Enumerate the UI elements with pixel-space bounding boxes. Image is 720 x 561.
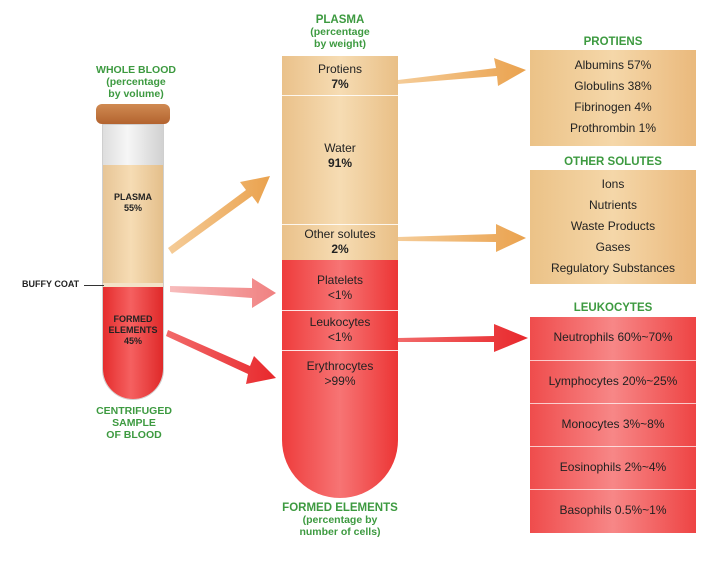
leukocytes-item: Eosinophils 2%~4%: [530, 446, 696, 487]
tube-caption-3: OF BLOOD: [106, 429, 162, 441]
proteins-item: Prothrombin 1%: [569, 121, 657, 135]
arrow-plasma-icon: [168, 176, 270, 254]
proteins-item: Fibrinogen 4%: [574, 100, 652, 114]
test-tube: [102, 124, 164, 400]
leukocytes-item: Monocytes 3%~8%: [530, 403, 696, 444]
segment-water-value: 91%: [327, 156, 353, 170]
segment-leukocytes-value: <1%: [327, 330, 353, 344]
arrow-solutes-icon: [398, 224, 526, 252]
arrow-leukocytes-icon: [398, 324, 528, 352]
tube-caption-2: SAMPLE: [112, 417, 156, 429]
solutes-item: Ions: [601, 177, 625, 191]
separator: [282, 350, 398, 351]
segment-water: Water 91%: [282, 136, 398, 176]
arrow-proteins-icon: [398, 58, 526, 86]
arrow-formed-icon: [166, 330, 276, 384]
solutes-box: Ions Nutrients Waste Products Gases Regu…: [530, 170, 696, 284]
plasma-header-subtitle-2: by weight): [314, 38, 366, 50]
solutes-item: Gases: [595, 240, 631, 254]
separator: [282, 95, 398, 96]
solutes-item: Waste Products: [570, 219, 656, 233]
solutes-box-title: OTHER SOLUTES: [564, 156, 662, 168]
leukocytes-box: Neutrophils 60%~70% Lymphocytes 20%~25% …: [530, 317, 696, 533]
segment-water-name: Water: [324, 141, 356, 155]
buffy-coat-label: BUFFY COAT: [22, 279, 80, 289]
leukocytes-item: Neutrophils 60%~70%: [553, 330, 673, 344]
segment-platelets-value: <1%: [327, 288, 353, 302]
separator: [282, 310, 398, 311]
proteins-box: Albumins 57% Globulins 38% Fibrinogen 4%…: [530, 50, 696, 146]
column-plasma: [282, 56, 398, 260]
tube-formed-value: 45%: [123, 336, 142, 346]
formed-footer: FORMED ELEMENTS (percentage by number of…: [262, 502, 418, 538]
tube-caption: CENTRIFUGED SAMPLE OF BLOOD: [82, 405, 186, 441]
tube-plasma-text: PLASMA: [114, 192, 152, 202]
tube-formed-label: FORMED ELEMENTS 45%: [102, 314, 164, 347]
composition-column: Protiens 7% Water 91% Other solutes 2% P…: [282, 56, 398, 498]
plasma-header: PLASMA (percentage by weight): [282, 14, 398, 50]
tube-formed: [103, 287, 163, 399]
segment-proteins-name: Protiens: [317, 62, 363, 76]
tube-plasma-label: PLASMA 55%: [102, 192, 164, 214]
segment-erythrocytes: Erythrocytes >99%: [282, 356, 398, 392]
proteins-box-title: PROTIENS: [583, 36, 643, 48]
whole-blood-header: WHOLE BLOOD (percentage by volume): [82, 64, 190, 100]
solutes-item: Regulatory Substances: [550, 261, 676, 275]
plasma-header-subtitle-1: (percentage: [310, 26, 370, 38]
formed-footer-subtitle-1: (percentage by: [302, 514, 378, 526]
tube-formed-text-2: ELEMENTS: [108, 325, 158, 335]
segment-other-solutes: Other solutes 2%: [282, 224, 398, 260]
leukocytes-box-title: LEUKOCYTES: [573, 302, 653, 314]
whole-blood-subtitle-1: (percentage: [106, 76, 166, 88]
tube-buffy-coat: [103, 283, 163, 287]
formed-footer-subtitle-2: number of cells): [299, 526, 381, 538]
arrow-buffy-icon: [170, 278, 276, 308]
whole-blood-subtitle-2: by volume): [108, 88, 164, 100]
proteins-item: Albumins 57%: [574, 58, 652, 72]
segment-erythrocytes-name: Erythrocytes: [306, 359, 374, 373]
whole-blood-title: WHOLE BLOOD: [96, 64, 176, 76]
column-formed: [282, 260, 398, 498]
segment-platelets-name: Platelets: [316, 273, 364, 287]
tube-plasma-value: 55%: [123, 203, 142, 213]
formed-footer-title: FORMED ELEMENTS: [282, 502, 398, 514]
segment-erythrocytes-value: >99%: [324, 374, 356, 388]
proteins-item: Globulins 38%: [574, 79, 652, 93]
tube-caption-1: CENTRIFUGED: [96, 405, 172, 417]
segment-other-value: 2%: [331, 242, 349, 256]
tube-air: [103, 125, 163, 165]
tube-cap: [96, 104, 170, 124]
separator: [282, 224, 398, 225]
segment-leukocytes-name: Leukocytes: [309, 315, 371, 329]
segment-platelets: Platelets <1%: [282, 270, 398, 306]
leukocytes-item: Lymphocytes 20%~25%: [530, 360, 696, 401]
segment-other-name: Other solutes: [304, 227, 376, 241]
tube-formed-text-1: FORMED: [113, 314, 153, 324]
tube-plasma: [103, 165, 163, 285]
segment-leukocytes: Leukocytes <1%: [282, 312, 398, 348]
buffy-coat-line: [84, 285, 104, 286]
segment-proteins: Protiens 7%: [282, 58, 398, 96]
plasma-header-title: PLASMA: [315, 14, 365, 26]
leukocytes-item: Basophils 0.5%~1%: [530, 489, 696, 530]
solutes-item: Nutrients: [588, 198, 638, 212]
segment-proteins-value: 7%: [331, 77, 349, 91]
